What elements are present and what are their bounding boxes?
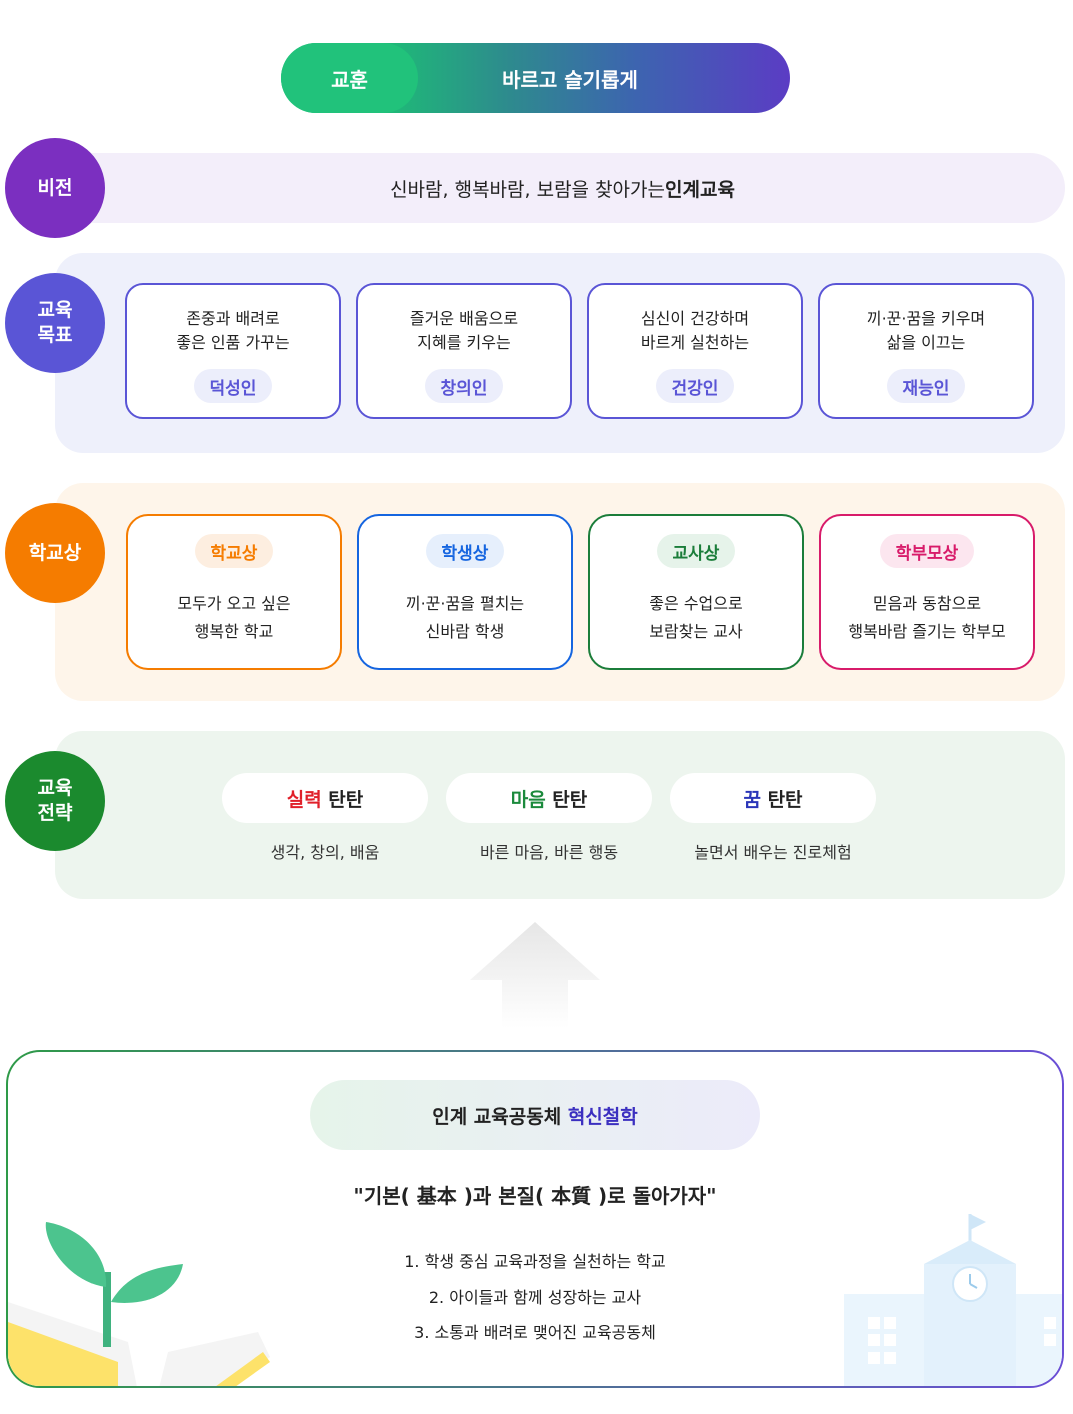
philosophy-title-plain: 인계 교육공동체 [432, 1105, 568, 1128]
goal-line1: 즐거운 배움으로 [409, 309, 519, 328]
student-image-tag: 학생상 [425, 534, 505, 568]
vision-text: 신바람, 행복바람, 보람을 찾아가는 인계교육 [60, 153, 1065, 223]
strategy-pill: 꿈 탄탄 [670, 773, 876, 823]
goal-tag: 창의인 [424, 369, 504, 403]
philosophy-title: 인계 교육공동체 혁신철학 [310, 1080, 760, 1150]
school-image-tag: 학교상 [194, 534, 274, 568]
strategy-pill: 마음 탄탄 [446, 773, 652, 823]
teacher-image-line1: 좋은 수업으로 [649, 594, 743, 613]
strategy-pill: 실력 탄탄 [222, 773, 428, 823]
goal-tag: 덕성인 [193, 369, 273, 403]
up-arrow-icon [470, 922, 600, 1028]
school-image-line1: 모두가 오고 싶은 [177, 594, 291, 613]
goal-line2: 바르게 실천하는 [640, 333, 750, 352]
motto-text: 바르고 슬기롭게 [502, 67, 638, 92]
strategy-rest: 탄탄 [321, 788, 364, 811]
strategy-rest: 탄탄 [545, 788, 588, 811]
goal-line1: 끼·꾼·꿈을 키우며 [866, 309, 986, 328]
school-building-illustration [844, 1214, 1062, 1386]
goal-line1: 심신이 건강하며 [640, 309, 750, 328]
goal-line2: 지혜를 키우는 [417, 333, 511, 352]
student-image-line1: 끼·꾼·꿈을 펼치는 [405, 594, 525, 613]
parent-image-tag: 학부모상 [879, 534, 975, 568]
goal-tag: 건강인 [655, 369, 735, 403]
strategy-desc: 놀면서 배우는 진로체험 [694, 843, 852, 862]
goal-line1: 존중과 배려로 [186, 309, 280, 328]
goal-line2: 좋은 인품 가꾸는 [176, 333, 290, 352]
philosophy-title-accent: 혁신철학 [567, 1105, 638, 1128]
motto-label: 교훈 [281, 43, 418, 113]
strategy-rest: 탄탄 [760, 788, 803, 811]
strategy-key: 마음 [510, 788, 546, 811]
sprout-book-illustration [8, 1222, 270, 1386]
goal-line2: 삶을 이끄는 [886, 333, 966, 352]
school-image-circle: 학교상 [5, 503, 105, 603]
philosophy-item: 3. 소통과 배려로 맺어진 교육공동체 [414, 1323, 656, 1342]
teacher-image-line2: 보람찾는 교사 [649, 622, 743, 641]
parent-image-line1: 믿음과 동참으로 [872, 594, 982, 613]
philosophy-item: 1. 학생 중심 교육과정을 실천하는 학교 [404, 1252, 666, 1271]
vision-band [60, 153, 1065, 223]
strategy-key: 꿈 [743, 788, 761, 811]
strategy-key: 실력 [286, 788, 322, 811]
vision-circle: 비전 [5, 138, 105, 238]
student-image-line2: 신바람 학생 [425, 622, 505, 641]
vision-text-plain: 신바람, 행복바람, 보람을 찾아가는 [390, 178, 665, 201]
school-image-line2: 행복한 학교 [194, 622, 274, 641]
vision-text-bold: 인계교육 [665, 178, 735, 201]
parent-image-line2: 행복바람 즐기는 학부모 [848, 622, 1006, 641]
goal-tag: 재능인 [886, 369, 966, 403]
philosophy-quote: "기본( 基本 )과 본질( 本質 )로 돌아가자" [353, 1184, 717, 1208]
strategy-desc: 바른 마음, 바른 행동 [479, 843, 619, 862]
goals-label-line2: 목표 [37, 324, 73, 346]
strategy-label-line1: 교육 [37, 777, 73, 800]
strategy-label-line2: 전략 [37, 802, 73, 824]
goals-label-line1: 교육 [37, 299, 73, 322]
philosophy-item: 2. 아이들과 함께 성장하는 교사 [428, 1288, 642, 1307]
strategy-desc: 생각, 창의, 배움 [270, 843, 380, 862]
teacher-image-tag: 교사상 [656, 534, 736, 568]
